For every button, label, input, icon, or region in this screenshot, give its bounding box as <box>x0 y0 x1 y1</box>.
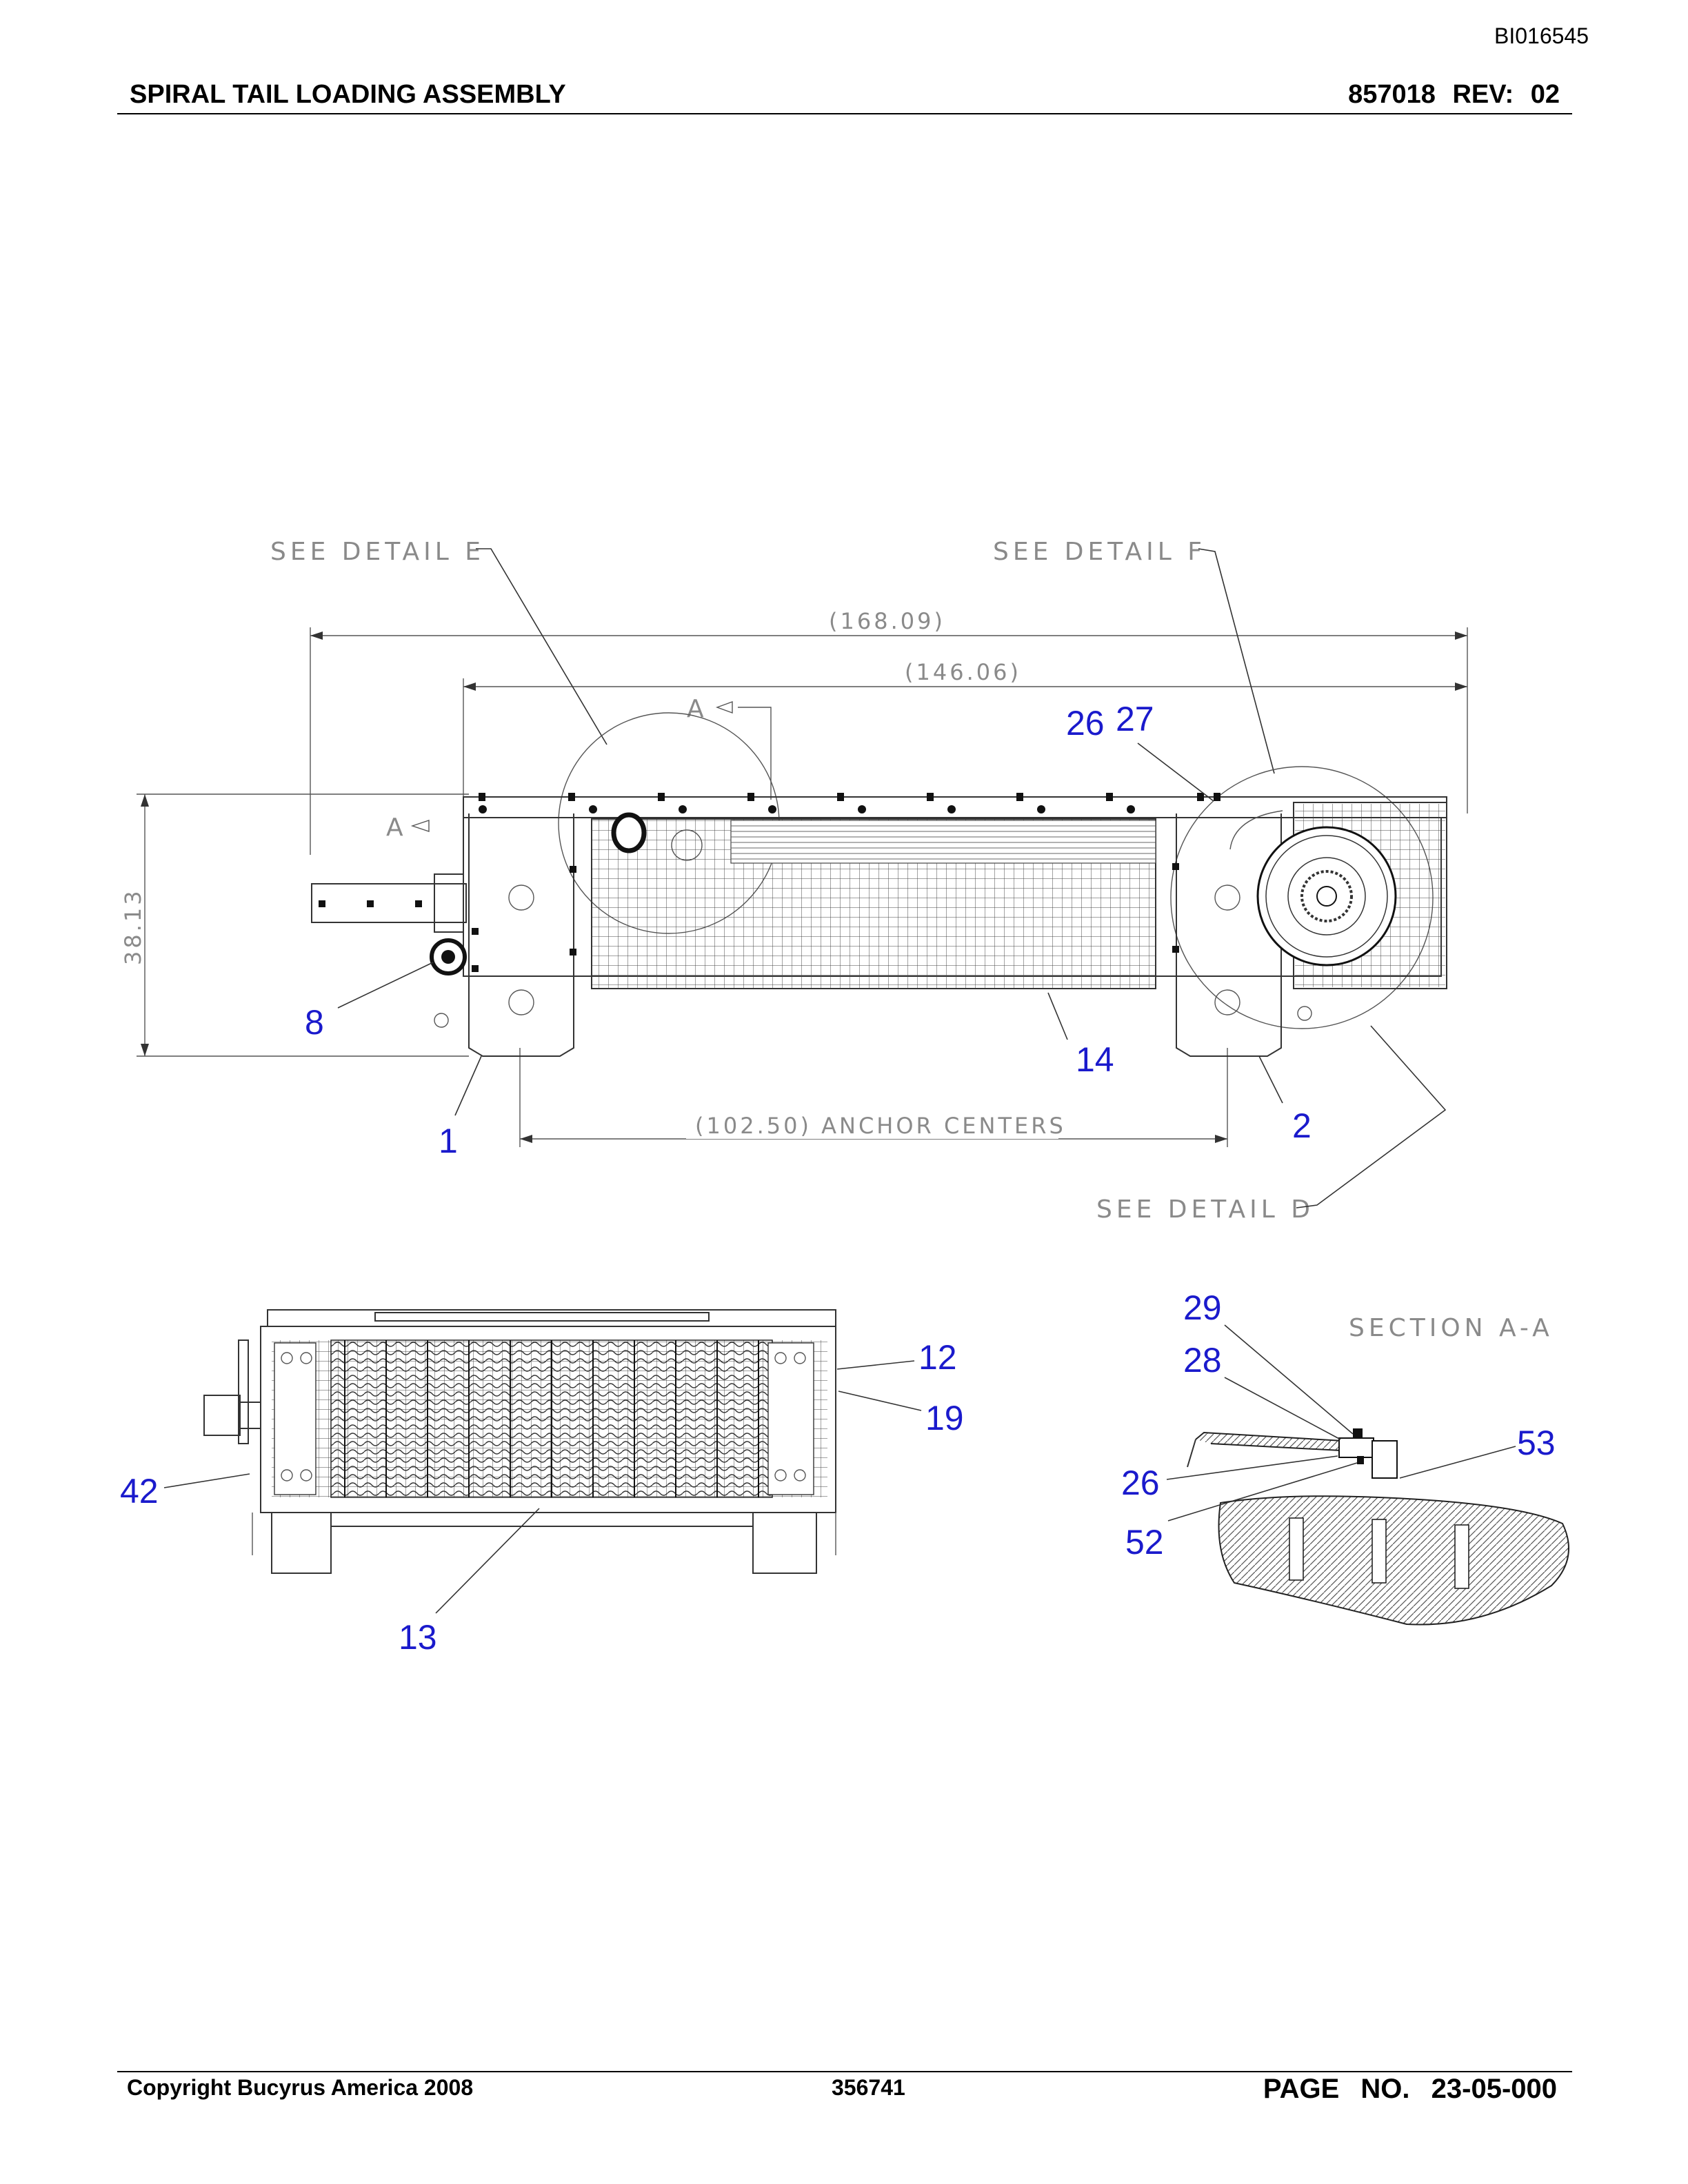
section-marker: A A <box>386 695 772 842</box>
anchor-dimension: (102.50) ANCHOR CENTERS <box>519 1048 1228 1147</box>
drawing-number: 356741 <box>832 2075 905 2100</box>
callout-2: 2 <box>1292 1106 1312 1145</box>
anchor-dimension-label: (102.50) ANCHOR CENTERS <box>695 1113 1066 1139</box>
height-dimension-label: 38.13 <box>120 888 146 965</box>
copyright: Copyright Bucyrus America 2008 <box>127 2075 474 2100</box>
document-id: BI016545 <box>1494 23 1589 48</box>
callout-28: 28 <box>1183 1341 1222 1379</box>
callout-8: 8 <box>305 1003 324 1042</box>
svg-text:A: A <box>687 695 708 723</box>
frame-dimension: (146.06) <box>463 658 1467 800</box>
footer-rule <box>117 2071 1572 2072</box>
front-view: 12 19 42 13 <box>120 1309 964 1657</box>
detail-d-note: SEE DETAIL D <box>1096 1195 1314 1224</box>
section-a-a: SECTION A-A 29 28 53 26 52 <box>1121 1288 1569 1626</box>
detail-f-note: SEE DETAIL F <box>993 538 1206 566</box>
detail-e-note: SEE DETAIL E <box>270 538 485 566</box>
page-title: SPIRAL TAIL LOADING ASSEMBLY <box>130 80 566 109</box>
overall-dimension-label: (168.09) <box>829 608 945 634</box>
callout-27: 27 <box>1116 700 1154 738</box>
page-number: PAGE NO. 23-05-000 <box>1263 2074 1557 2104</box>
frame-dimension-label: (146.06) <box>905 659 1021 685</box>
callout-12: 12 <box>918 1338 957 1377</box>
callout-52: 52 <box>1125 1523 1164 1561</box>
section-label: SECTION A-A <box>1349 1314 1554 1342</box>
overall-dimension: (168.09) <box>310 605 1468 855</box>
top-view: (168.09) (146.06) 38.13 (102.50) ANCHOR … <box>120 538 1468 1224</box>
callout-42: 42 <box>120 1472 159 1510</box>
callout-29: 29 <box>1183 1288 1222 1327</box>
callout-26-top: 26 <box>1066 704 1105 742</box>
callout-14: 14 <box>1076 1040 1114 1079</box>
callout-19: 19 <box>925 1399 964 1437</box>
callout-53: 53 <box>1517 1424 1556 1462</box>
callout-1: 1 <box>439 1122 458 1160</box>
svg-text:A: A <box>386 813 408 842</box>
callout-13: 13 <box>399 1618 437 1657</box>
callout-26-section: 26 <box>1121 1464 1160 1502</box>
height-dimension: 38.13 <box>120 793 469 1057</box>
header-rule <box>117 113 1572 114</box>
part-revision: 857018 REV: 02 <box>1348 80 1560 109</box>
